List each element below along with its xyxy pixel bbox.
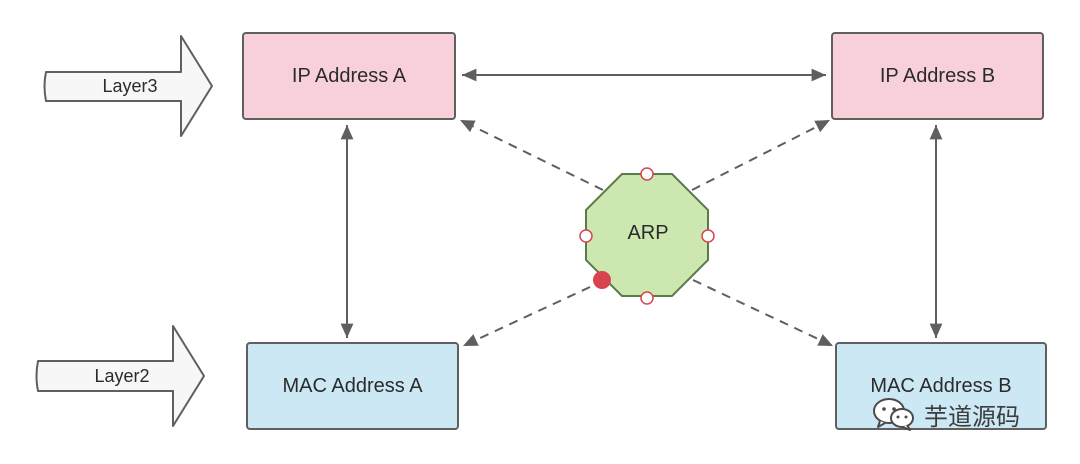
watermark-text: 芋道源码 bbox=[924, 403, 1020, 431]
layer3-arrow bbox=[43, 35, 213, 137]
arp-to-mac-b-connector bbox=[692, 279, 834, 347]
arp-octagon[interactable] bbox=[585, 173, 709, 297]
layer2-arrow bbox=[35, 325, 205, 427]
mac-address-b-box[interactable]: MAC Address B bbox=[835, 342, 1047, 430]
arp-handle-right[interactable] bbox=[701, 229, 715, 243]
arp-handle-top[interactable] bbox=[640, 167, 654, 181]
arp-to-ip-a-connector bbox=[459, 119, 604, 191]
ip-address-b-box[interactable]: IP Address B bbox=[831, 32, 1044, 120]
ip-address-a-box[interactable]: IP Address A bbox=[242, 32, 456, 120]
watermark: 芋道源码 bbox=[872, 394, 1020, 434]
arp-handle-bottom[interactable] bbox=[640, 291, 654, 305]
arp-handle-left[interactable] bbox=[579, 229, 593, 243]
layer2-label: Layer2 bbox=[94, 365, 150, 386]
arp-label: ARP bbox=[627, 221, 669, 244]
layer3-label: Layer3 bbox=[102, 75, 158, 96]
mac-address-a-box[interactable]: MAC Address A bbox=[246, 342, 459, 430]
arp-to-ip-b-connector bbox=[691, 119, 831, 191]
wechat-icon bbox=[873, 398, 914, 431]
arp-to-mac-a-connector bbox=[462, 286, 591, 347]
arp-connection-point[interactable] bbox=[593, 271, 611, 289]
